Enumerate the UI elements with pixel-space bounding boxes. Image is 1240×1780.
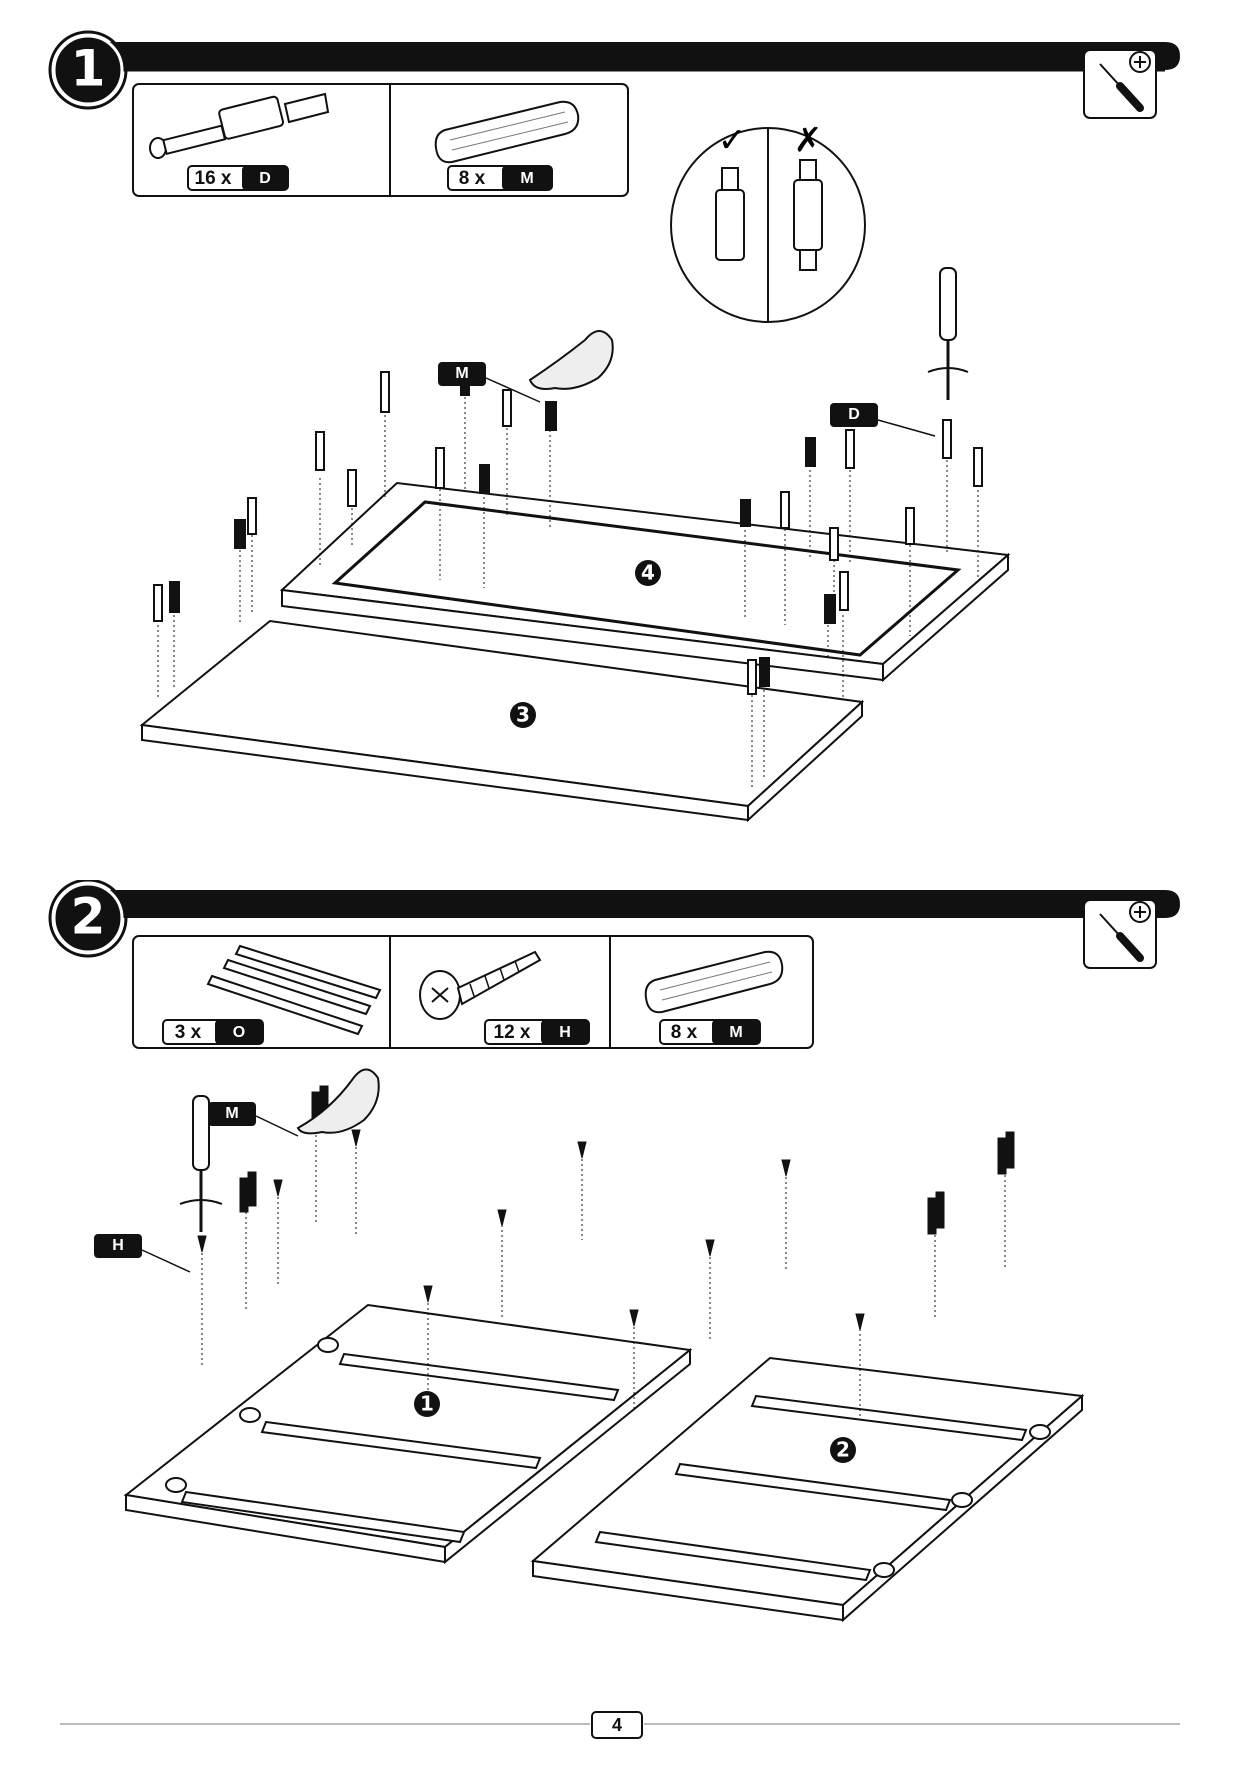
panel-3-badge bbox=[510, 702, 536, 728]
panel-1: 1 bbox=[123, 1303, 693, 1565]
svg-text:D: D bbox=[259, 170, 271, 187]
svg-text:M: M bbox=[520, 170, 533, 187]
svg-text:8 x: 8 x bbox=[459, 168, 486, 189]
svg-text:4: 4 bbox=[641, 561, 655, 585]
svg-text:1: 1 bbox=[420, 1392, 434, 1416]
svg-text:2: 2 bbox=[836, 1438, 850, 1462]
drawer-runner-icon bbox=[206, 944, 382, 1036]
svg-text:3: 3 bbox=[516, 703, 530, 727]
page-number-box bbox=[591, 1711, 643, 1739]
step-1-header-bar bbox=[95, 42, 1180, 72]
panel-1-badge bbox=[414, 1391, 440, 1417]
step-2-parts-box: 3 x O 12 x H 8 x M bbox=[132, 935, 814, 1049]
part-label-h: 12 x H bbox=[484, 1019, 590, 1045]
pointing-hand-icon bbox=[528, 330, 614, 390]
part-label-m: 8 x M bbox=[659, 1019, 761, 1045]
screw-icon bbox=[419, 950, 542, 1020]
step-1-number: 1 bbox=[71, 40, 106, 98]
cross-mark-icon: ✗ bbox=[794, 121, 823, 161]
svg-text:H: H bbox=[112, 1237, 124, 1254]
callout-m: M bbox=[438, 362, 541, 403]
bolt-insertion-comparison: ✓ ✗ bbox=[670, 121, 866, 323]
svg-text:12 x: 12 x bbox=[494, 1022, 531, 1043]
callout-m: M bbox=[208, 1102, 299, 1137]
step-2-header-bar bbox=[95, 890, 1180, 918]
panel-3: 3 bbox=[139, 619, 865, 823]
part-label-m: 8 x M bbox=[447, 165, 553, 191]
step-1-number-badge: 1 bbox=[48, 30, 128, 110]
callout-d: D bbox=[830, 403, 936, 437]
svg-text:M: M bbox=[455, 365, 468, 382]
page-number: 4 bbox=[612, 1715, 622, 1735]
svg-text:3 x: 3 x bbox=[175, 1022, 202, 1043]
pointing-hand-icon bbox=[296, 1068, 380, 1135]
step-2-number-badge: 2 bbox=[48, 880, 128, 958]
step-1-parts-box: 16 x D 8 x M bbox=[132, 83, 629, 197]
screwdriver-icon bbox=[927, 267, 969, 400]
step-2: 2 3 x O bbox=[48, 880, 1180, 1623]
step-2-fasteners bbox=[197, 1085, 1015, 1420]
screwdriver-icon bbox=[179, 1095, 223, 1232]
step-1-fasteners bbox=[153, 371, 983, 790]
cam-bolt-icon bbox=[149, 92, 330, 159]
svg-text:O: O bbox=[233, 1024, 245, 1041]
svg-text:16 x: 16 x bbox=[195, 168, 232, 189]
step-1-tool-box bbox=[1083, 49, 1157, 119]
svg-text:8 x: 8 x bbox=[671, 1022, 698, 1043]
svg-text:M: M bbox=[729, 1024, 742, 1041]
wooden-dowel-icon bbox=[644, 950, 784, 1014]
panel-4-badge bbox=[635, 560, 661, 586]
step-1: 1 16 x D bbox=[48, 30, 1180, 823]
wooden-dowel-icon bbox=[434, 100, 580, 164]
page-footer: 4 bbox=[60, 1711, 1180, 1739]
svg-text:D: D bbox=[848, 406, 860, 423]
part-label-o: 3 x O bbox=[162, 1019, 264, 1045]
svg-text:M: M bbox=[225, 1105, 238, 1122]
check-mark-icon: ✓ bbox=[718, 121, 747, 161]
panel-2: 2 bbox=[530, 1356, 1085, 1623]
part-label-d: 16 x D bbox=[187, 165, 289, 191]
step-2-tool-box bbox=[1083, 899, 1157, 969]
svg-text:H: H bbox=[559, 1024, 571, 1041]
screwdriver-icon bbox=[1099, 901, 1151, 962]
panel-2-badge bbox=[830, 1437, 856, 1463]
screwdriver-icon bbox=[1099, 51, 1151, 112]
step-2-number: 2 bbox=[71, 888, 106, 946]
callout-h: H bbox=[94, 1234, 191, 1273]
